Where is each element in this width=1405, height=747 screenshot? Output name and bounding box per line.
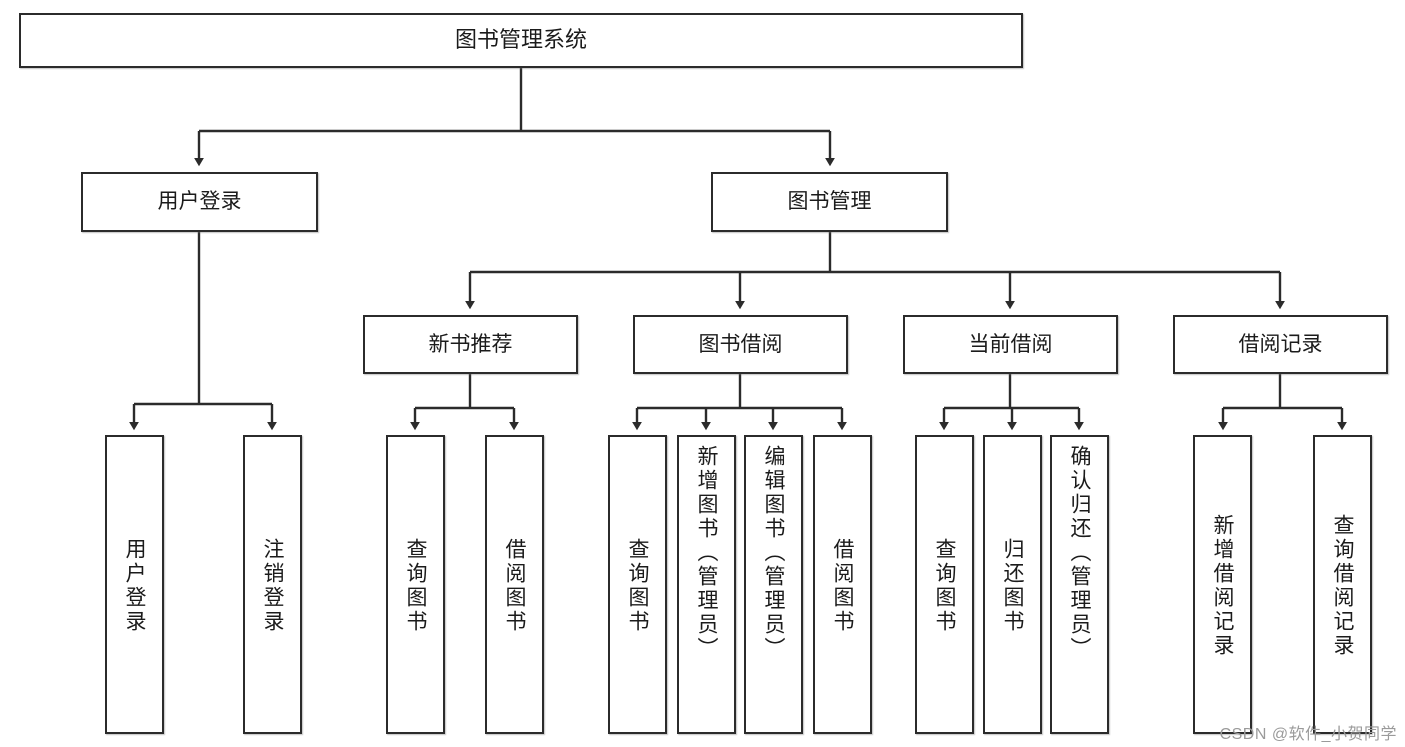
node-label: 借阅图书 [831, 537, 854, 634]
node-label: 用户登录 [157, 190, 242, 214]
node-label: 归还图书 [1001, 537, 1024, 634]
node-leaf-edit-book-admin[interactable]: 编辑图书（管理员） [744, 435, 803, 734]
node-leaf-query-borrow-record[interactable]: 查询借阅记录 [1313, 435, 1372, 734]
node-label: 图书管理 [787, 190, 872, 214]
node-label: 图书借阅 [698, 332, 783, 356]
node-label: 当前借阅 [968, 332, 1053, 356]
node-leaf-query-book-recommend[interactable]: 查询图书 [386, 435, 445, 734]
node-leaf-add-book-admin[interactable]: 新增图书（管理员） [677, 435, 736, 734]
node-leaf-logout[interactable]: 注销登录 [243, 435, 302, 734]
node-leaf-user-login[interactable]: 用户登录 [105, 435, 164, 734]
node-borrow-records[interactable]: 借阅记录 [1173, 315, 1388, 374]
node-label: 确认归还（管理员） [1068, 445, 1091, 661]
node-label: 新增图书（管理员） [695, 445, 718, 661]
node-leaf-borrow-book-recommend[interactable]: 借阅图书 [485, 435, 544, 734]
node-root-library-management-system[interactable]: 图书管理系统 [19, 13, 1023, 68]
node-label: 借阅记录 [1238, 332, 1323, 356]
node-book-management[interactable]: 图书管理 [711, 172, 948, 232]
node-new-book-recommendation[interactable]: 新书推荐 [363, 315, 578, 374]
node-label: 新增借阅记录 [1211, 513, 1234, 658]
node-label: 查询图书 [626, 537, 649, 634]
node-leaf-borrow-book[interactable]: 借阅图书 [813, 435, 872, 734]
node-label: 图书管理系统 [454, 27, 587, 53]
node-label: 新书推荐 [428, 332, 513, 356]
node-label: 查询图书 [933, 537, 956, 634]
node-user-login[interactable]: 用户登录 [81, 172, 318, 232]
node-leaf-add-borrow-record[interactable]: 新增借阅记录 [1193, 435, 1252, 734]
node-label: 编辑图书（管理员） [762, 445, 785, 661]
node-leaf-return-book[interactable]: 归还图书 [983, 435, 1042, 734]
csdn-watermark: CSDN @软件_小贺同学 [1219, 726, 1397, 743]
node-leaf-query-book-borrow[interactable]: 查询图书 [608, 435, 667, 734]
node-label: 查询图书 [404, 537, 427, 634]
node-current-borrowing[interactable]: 当前借阅 [903, 315, 1118, 374]
node-leaf-confirm-return-admin[interactable]: 确认归还（管理员） [1050, 435, 1109, 734]
node-label: 用户登录 [123, 537, 146, 634]
node-leaf-query-book-current[interactable]: 查询图书 [915, 435, 974, 734]
node-book-borrowing[interactable]: 图书借阅 [633, 315, 848, 374]
node-label: 借阅图书 [503, 537, 526, 634]
node-label: 查询借阅记录 [1331, 513, 1354, 658]
node-label: 注销登录 [261, 537, 284, 634]
